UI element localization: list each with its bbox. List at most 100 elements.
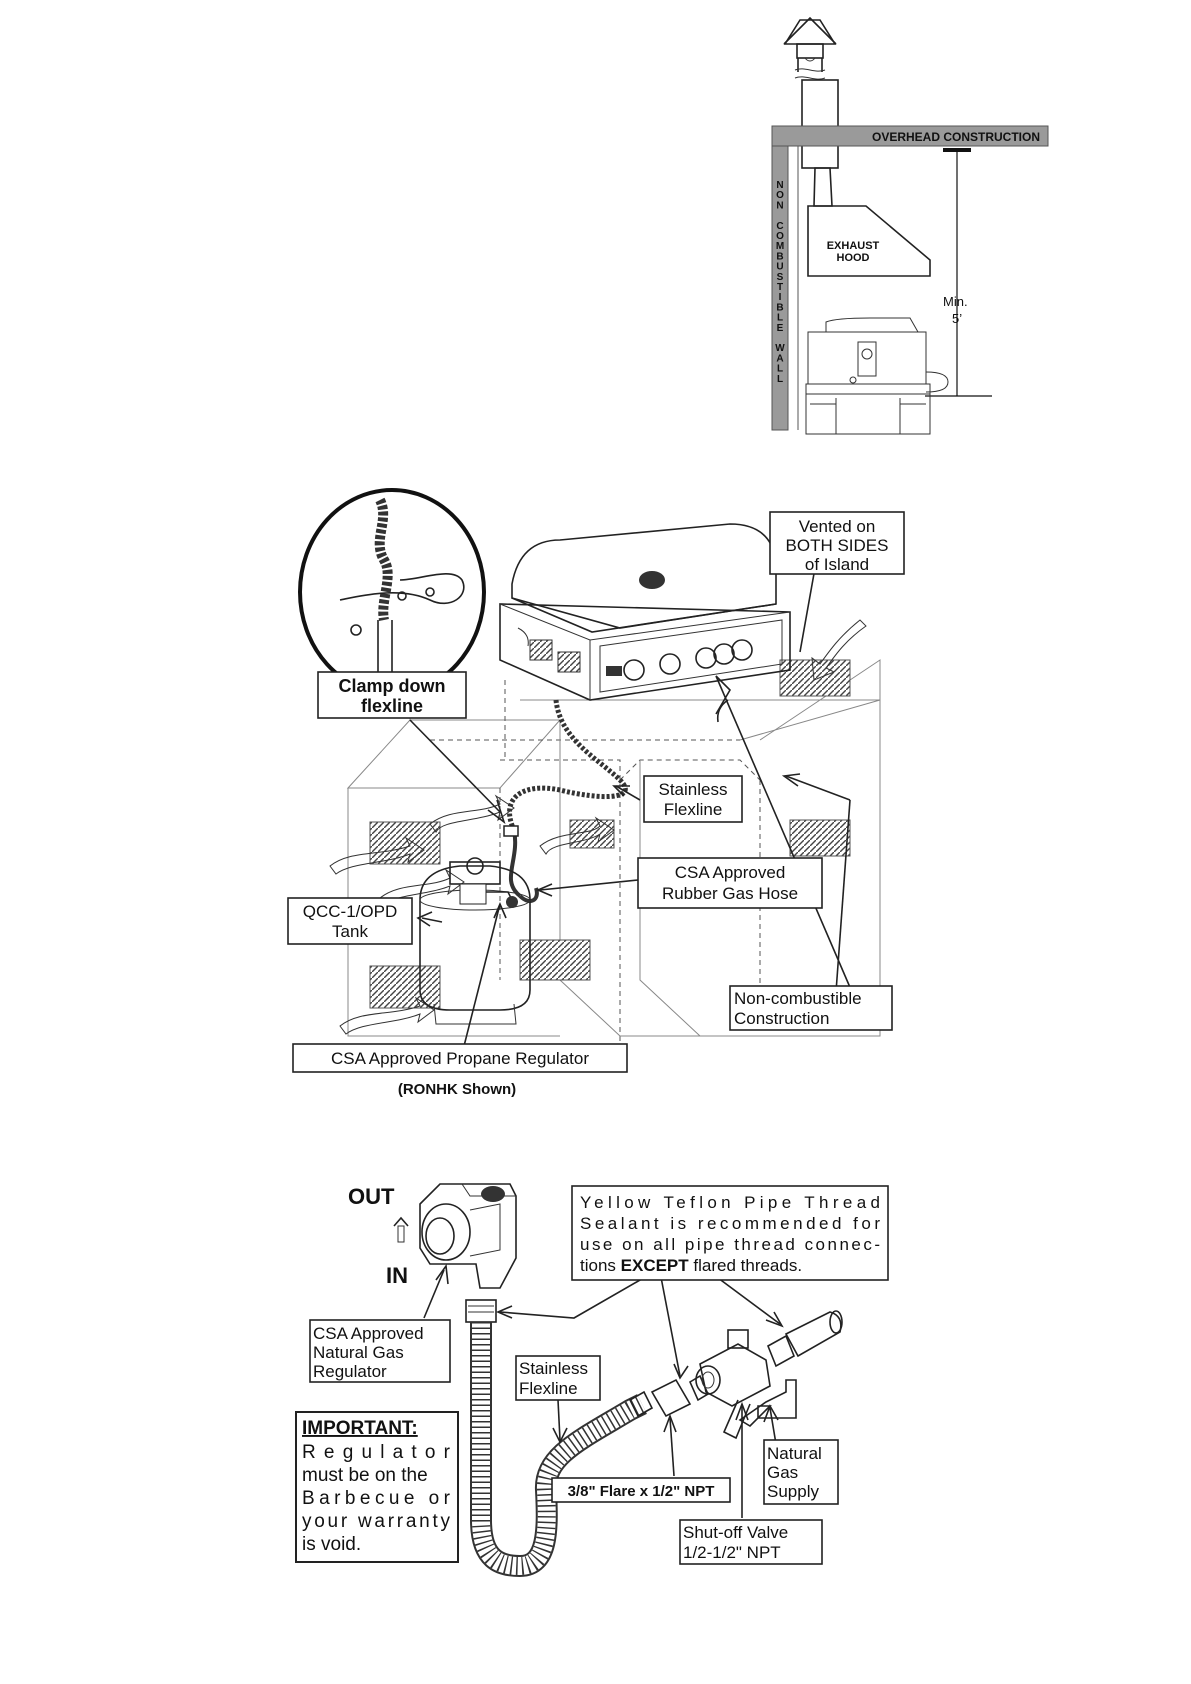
sealant-line-3: use on all pipe thread connec- bbox=[580, 1235, 880, 1254]
stainless-flexline-label-2: Flexline bbox=[664, 800, 723, 819]
ronhk-caption: (RONHK Shown) bbox=[398, 1081, 516, 1098]
min-value: 5’ bbox=[952, 311, 962, 326]
stainless-flexline-coil bbox=[465, 1299, 654, 1578]
overhead-construction-bar bbox=[771, 125, 1049, 147]
sealant-line-4-start: tions bbox=[580, 1256, 621, 1275]
clamp-label-box bbox=[317, 671, 467, 719]
natural-gas-supply-label-3: Supply bbox=[767, 1482, 819, 1501]
wall-letter: L bbox=[777, 374, 783, 385]
important-line-1: R e g u l a t o r bbox=[302, 1442, 451, 1463]
flexline-clamp bbox=[503, 825, 519, 837]
rubber-gas-hose bbox=[508, 829, 522, 898]
flare-fitting bbox=[650, 1374, 710, 1418]
hood-neck bbox=[813, 167, 833, 207]
grill-head bbox=[499, 523, 791, 701]
clamp-label-1: Clamp down bbox=[339, 676, 446, 696]
wall-letter: C bbox=[776, 221, 783, 232]
supply-pipe bbox=[766, 1310, 843, 1368]
natural-gas-supply-label-box bbox=[763, 1439, 839, 1505]
natural-gas-regulator-label-box bbox=[309, 1319, 451, 1383]
wall-letter: S bbox=[777, 272, 784, 283]
wall-letter: W bbox=[775, 343, 785, 354]
rubber-hose-label-1: CSA Approved bbox=[675, 863, 786, 882]
sealant-line-4-end: flared threads. bbox=[689, 1256, 802, 1275]
natural-gas-supply-label-2: Gas bbox=[767, 1463, 798, 1482]
exhaust-duct bbox=[801, 79, 839, 169]
figure2-leader-lines bbox=[409, 539, 853, 1051]
stainless-flexline-label-box bbox=[643, 775, 743, 823]
tank-label-2: Tank bbox=[332, 922, 368, 941]
non-combustible-label-box bbox=[729, 985, 893, 1031]
overhead-label: OVERHEAD CONSTRUCTION bbox=[872, 130, 1040, 144]
wall-letter: O bbox=[776, 190, 784, 201]
shut-off-valve-label-1: Shut-off Valve bbox=[683, 1523, 788, 1542]
wall-letter: N bbox=[776, 180, 783, 191]
sealant-line-1: Yellow Teflon Pipe Thread bbox=[580, 1193, 880, 1212]
sealant-line-4: tions EXCEPT flared threads. bbox=[580, 1256, 802, 1275]
clamp-label-2: flexline bbox=[361, 696, 423, 716]
natural-gas-figure: OUT IN bbox=[295, 1183, 889, 1578]
wall-letter: N bbox=[776, 200, 783, 211]
important-line-4: your warranty bbox=[302, 1511, 451, 1532]
chimney-collar bbox=[796, 43, 824, 59]
propane-regulator-label-box bbox=[292, 1043, 628, 1073]
non-combustible-label-1: Non-combustible bbox=[734, 989, 862, 1008]
wall-letter: M bbox=[776, 241, 784, 252]
rubber-hose-label-box bbox=[637, 857, 823, 909]
chimney-cap bbox=[783, 19, 837, 45]
propane-regulator-label: CSA Approved Propane Regulator bbox=[331, 1049, 589, 1068]
important-title: IMPORTANT: bbox=[302, 1418, 418, 1439]
shut-off-valve-label-box bbox=[679, 1519, 823, 1565]
shut-off-valve-label-2: 1/2-1/2" NPT bbox=[683, 1543, 781, 1562]
shut-off-valve bbox=[695, 1329, 771, 1440]
wall-letter: U bbox=[776, 262, 783, 273]
tank-label-box bbox=[287, 897, 413, 945]
stainless-flexline bbox=[507, 699, 628, 832]
figure3-stainless-label-2: Flexline bbox=[519, 1379, 578, 1398]
vented-label-2: BOTH SIDES bbox=[786, 536, 889, 555]
important-line-5: is void. bbox=[302, 1534, 361, 1555]
wall-letter: I bbox=[779, 292, 782, 303]
wall-letter: E bbox=[777, 323, 784, 334]
rubber-hose-label-2: Rubber Gas Hose bbox=[662, 884, 798, 903]
flare-label: 3/8" Flare x 1/2" NPT bbox=[568, 1483, 715, 1500]
natural-gas-regulator-label-1: CSA Approved bbox=[313, 1324, 424, 1343]
sealant-except: EXCEPT bbox=[621, 1256, 690, 1275]
important-warning-box bbox=[295, 1411, 459, 1563]
important-line-3: Barbecue or bbox=[302, 1488, 451, 1509]
natural-gas-regulator-label-2: Natural Gas bbox=[313, 1343, 404, 1362]
in-label: IN bbox=[386, 1263, 408, 1288]
natural-gas-regulator bbox=[393, 1183, 517, 1289]
wall-letter: B bbox=[776, 251, 783, 262]
non-combustible-label-2: Construction bbox=[734, 1009, 829, 1028]
wall-letter: T bbox=[777, 282, 783, 293]
vented-label-1: Vented on bbox=[799, 517, 876, 536]
wall-letter: L bbox=[777, 313, 783, 324]
vented-label-3: of Island bbox=[805, 555, 869, 574]
wall-letter: O bbox=[776, 231, 784, 242]
wall-letter: A bbox=[776, 353, 783, 364]
stainless-flexline-label-1: Stainless bbox=[659, 780, 728, 799]
clamp-detail-magnifier bbox=[298, 488, 486, 696]
gas-flow-arrow bbox=[738, 1379, 797, 1428]
natural-gas-supply-label-1: Natural bbox=[767, 1444, 822, 1463]
wall-letter: B bbox=[776, 302, 783, 313]
min-label: Min. bbox=[943, 294, 968, 309]
wall-letter: L bbox=[777, 364, 783, 375]
hood-label-1: EXHAUST bbox=[827, 240, 880, 252]
figure3-stainless-label-box bbox=[515, 1355, 601, 1401]
propane-tank bbox=[419, 857, 531, 1025]
propane-island-figure: Vented on BOTH SIDES of Island Clamp dow… bbox=[287, 488, 905, 1098]
chimney-roof bbox=[783, 16, 837, 45]
flare-label-box bbox=[551, 1477, 731, 1503]
figure3-stainless-label-1: Stainless bbox=[519, 1359, 588, 1378]
grill-below-hood bbox=[805, 317, 949, 435]
out-label: OUT bbox=[348, 1184, 395, 1209]
hood-clearance-figure: OVERHEAD CONSTRUCTION NONCOMBUSTIBLEWALL… bbox=[771, 16, 1049, 435]
hood-label-2: HOOD bbox=[837, 252, 870, 264]
airflow-arrows bbox=[329, 619, 867, 1035]
exhaust-hood bbox=[807, 205, 931, 277]
natural-gas-regulator-label-3: Regulator bbox=[313, 1362, 387, 1381]
